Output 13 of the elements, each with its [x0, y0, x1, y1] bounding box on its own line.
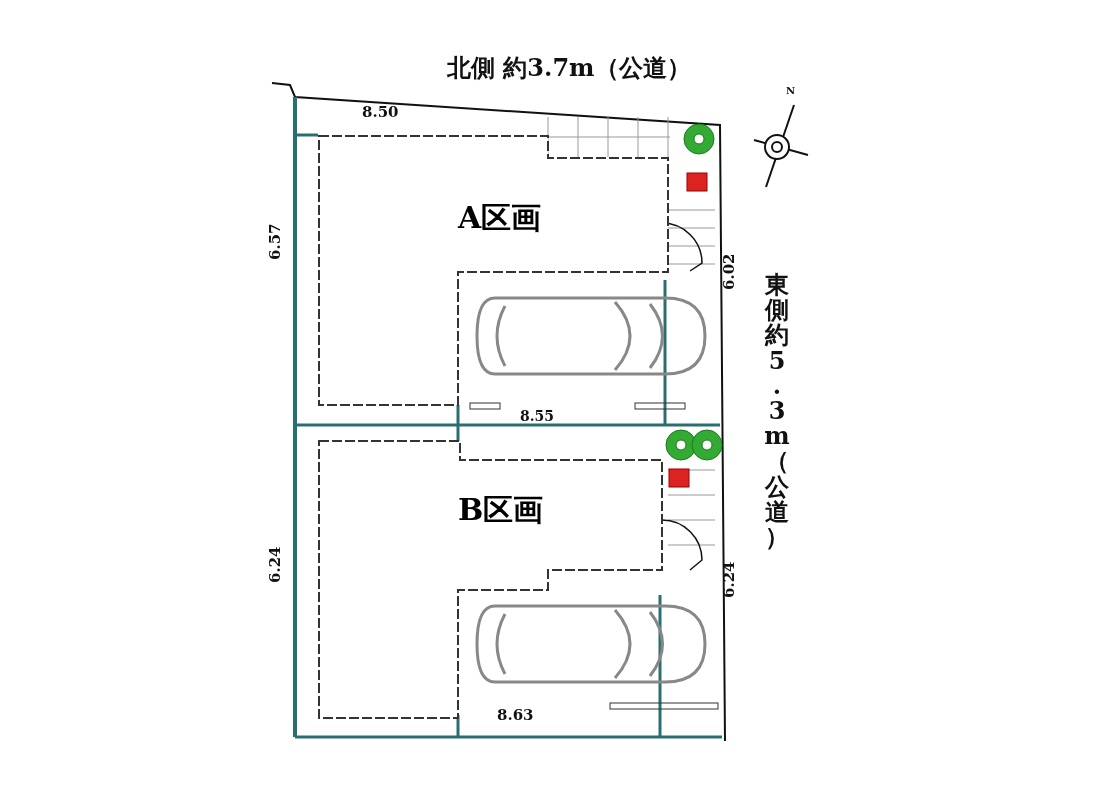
dimension-label: 8.50: [362, 105, 399, 120]
dimension-label: 6.57: [268, 223, 283, 260]
road-label: 東側約5.3m（公道）: [763, 272, 791, 550]
lot-name: B区画: [458, 495, 544, 525]
dimension-label: 6.02: [722, 253, 737, 290]
lot-a-building-outline: [318, 135, 670, 407]
dimension-label: 8.55: [520, 409, 555, 423]
lot-name: A区画: [458, 203, 542, 233]
north-mark: N: [786, 86, 796, 96]
dimension-label: 6.24: [268, 546, 283, 583]
dimension-label: 8.63: [497, 708, 534, 723]
road-label: 北側 約3.7m（公道）: [447, 56, 691, 80]
lot-b-building-outline: [318, 440, 664, 720]
